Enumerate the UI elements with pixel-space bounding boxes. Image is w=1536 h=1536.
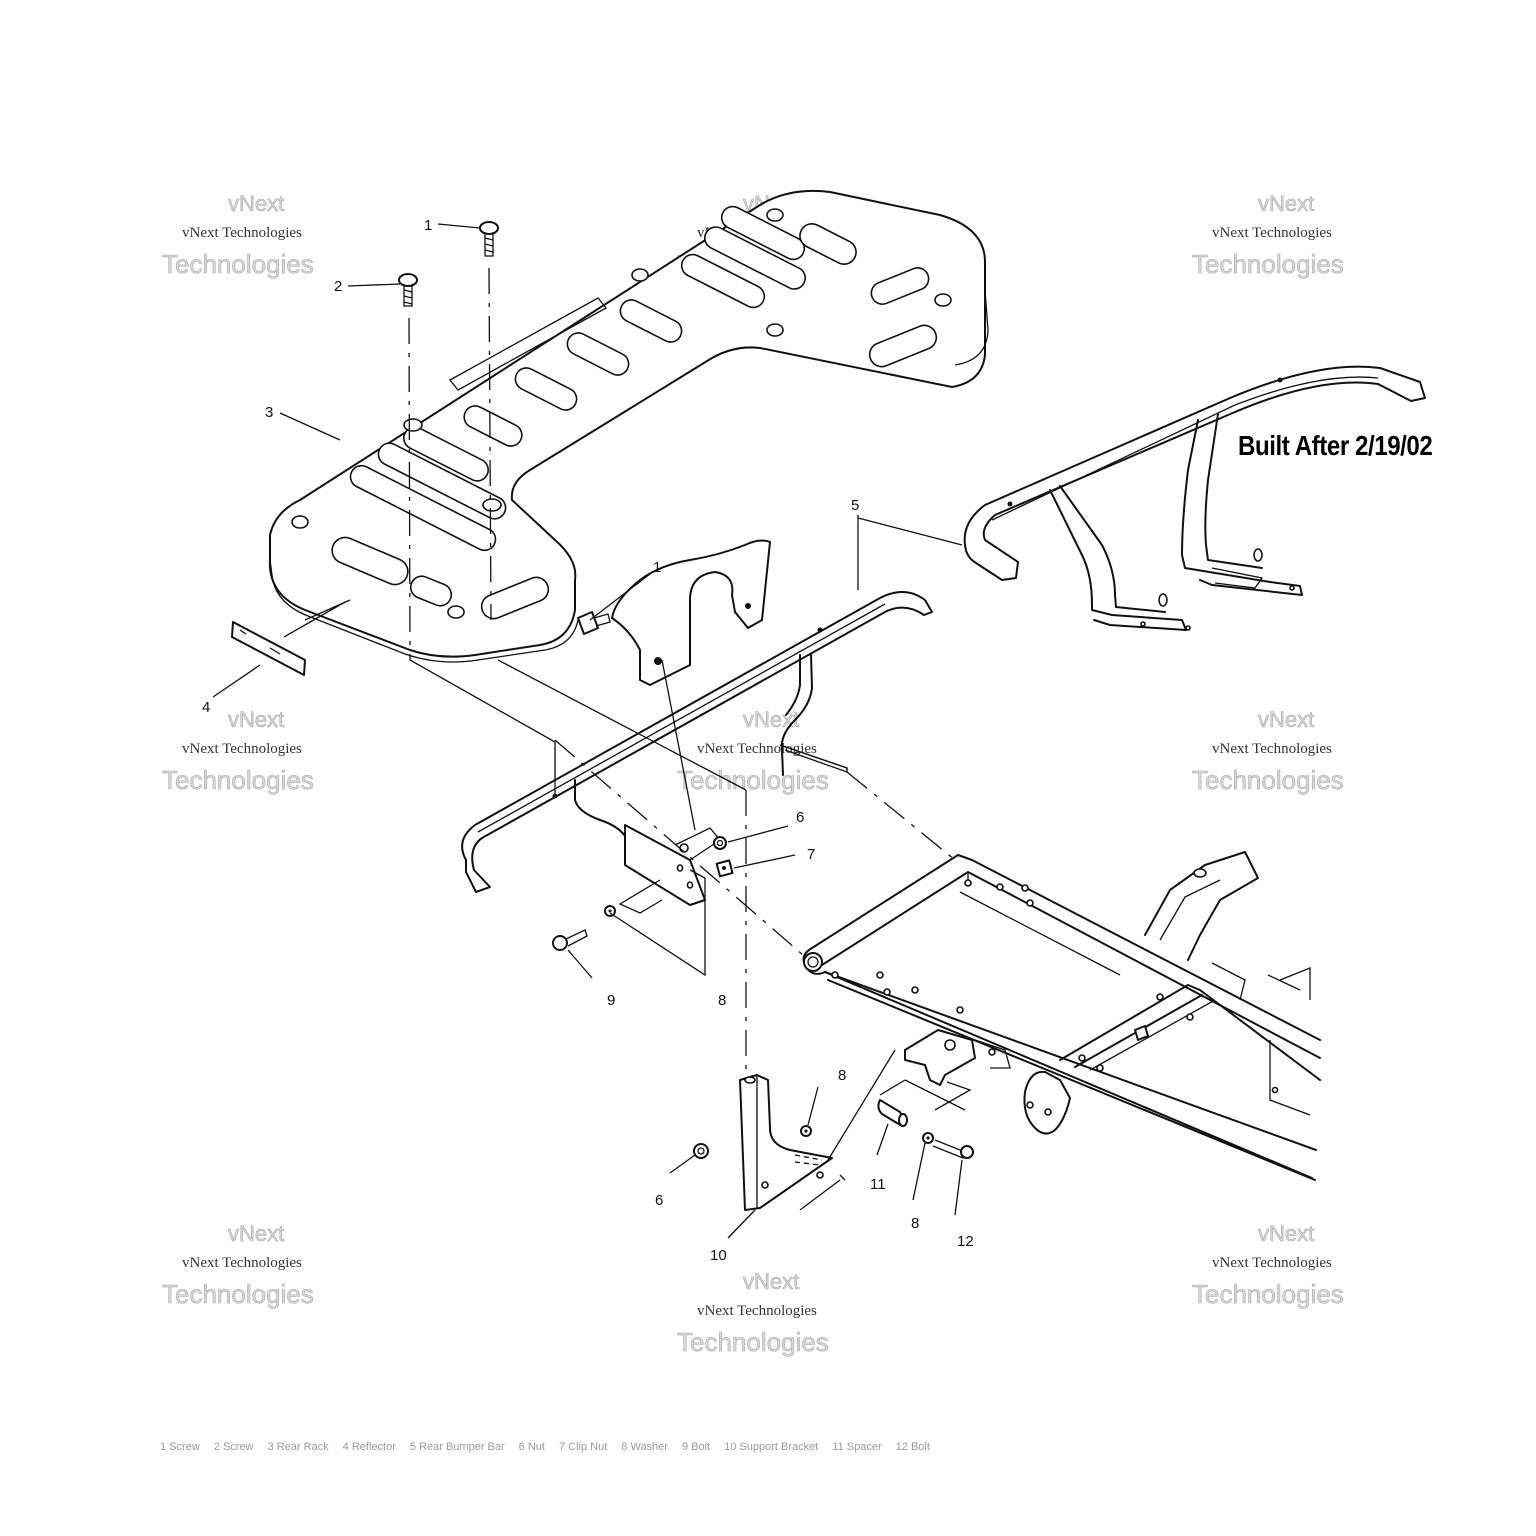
parts-legend-item: 6 Nut bbox=[518, 1441, 545, 1453]
callout-bolt-mid: 9 bbox=[607, 992, 615, 1009]
washer-8-lower[interactable] bbox=[800, 1125, 812, 1137]
bolt-9[interactable] bbox=[552, 929, 588, 951]
callout-bolt-bracket: 1 bbox=[653, 559, 661, 576]
parts-legend-item: 9 Bolt bbox=[681, 1441, 711, 1453]
callout-screw-left: 2 bbox=[334, 278, 342, 295]
leader-lines bbox=[212, 223, 963, 1239]
bolt-1-bracket[interactable] bbox=[577, 611, 611, 635]
callouts: 1 2 3 4 5 1 6 7 8 9 8 6 10 11 8 12 bbox=[202, 217, 974, 1264]
callout-clip-nut: 7 bbox=[807, 846, 815, 863]
nut-6-lower[interactable] bbox=[693, 1143, 709, 1159]
screw-2-alignment-line bbox=[408, 317, 411, 656]
callout-screw-top: 1 bbox=[424, 217, 432, 234]
rear-bumper-bar[interactable] bbox=[461, 591, 933, 893]
parts-legend-item: 2 Screw bbox=[213, 1441, 254, 1453]
assembly-lines bbox=[283, 599, 972, 1211]
built-after-note: Built After 2/19/02 bbox=[1238, 430, 1433, 461]
rack-mount-bracket[interactable] bbox=[611, 539, 771, 686]
callout-bracket: 10 bbox=[710, 1247, 727, 1264]
frame bbox=[802, 851, 1321, 1181]
parts-legend-item: 1 Screw bbox=[160, 1441, 200, 1453]
rear-rack[interactable] bbox=[268, 189, 989, 663]
washer-8-bottom[interactable] bbox=[922, 1132, 934, 1144]
parts-legend-item: 7 Clip Nut bbox=[558, 1441, 608, 1453]
nut-6-upper[interactable] bbox=[713, 836, 727, 850]
reflector[interactable] bbox=[231, 621, 306, 676]
parts-legend-item: 12 Bolt bbox=[895, 1441, 930, 1453]
parts-legend-item: 4 Reflector bbox=[342, 1441, 396, 1453]
parts-legend-item: 10 Support Bracket bbox=[724, 1441, 819, 1453]
parts-legend-item: 11 Spacer bbox=[832, 1441, 882, 1453]
screw-1-alignment-line bbox=[488, 267, 492, 621]
rack-holes bbox=[291, 208, 952, 619]
clip-nut-7[interactable] bbox=[715, 859, 734, 878]
callout-spacer: 11 bbox=[870, 1176, 886, 1193]
callout-rack: 3 bbox=[265, 404, 273, 421]
support-bracket[interactable] bbox=[739, 1074, 833, 1211]
callout-nut-lower: 6 bbox=[655, 1192, 663, 1209]
parts-legend: 1 Screw 2 Screw 3 Rear Rack 4 Reflector … bbox=[160, 1440, 1380, 1454]
callout-washer-mid: 8 bbox=[718, 992, 726, 1009]
washer-8-mid[interactable] bbox=[604, 905, 616, 917]
bumper-bar-built-after[interactable] bbox=[963, 365, 1426, 631]
parts-legend-item: 5 Rear Bumper Bar bbox=[409, 1441, 505, 1453]
parts-legend-item: 3 Rear Rack bbox=[267, 1441, 329, 1453]
callout-washer-bottom: 8 bbox=[911, 1215, 919, 1232]
callout-washer-lower: 8 bbox=[838, 1067, 846, 1084]
reflector-mark bbox=[239, 629, 281, 655]
callout-bolt-bottom: 12 bbox=[957, 1233, 974, 1250]
bolt-12[interactable] bbox=[932, 1139, 974, 1159]
callout-rear-bar: 5 bbox=[851, 497, 859, 514]
screw-1-top[interactable] bbox=[479, 221, 499, 257]
spacer-11[interactable] bbox=[877, 1099, 908, 1127]
callout-nut-upper: 6 bbox=[796, 809, 804, 826]
rack-slots bbox=[331, 205, 938, 620]
screw-2-left[interactable] bbox=[398, 273, 418, 307]
parts-legend-item: 8 Washer bbox=[621, 1441, 668, 1453]
callout-reflector: 4 bbox=[202, 699, 210, 716]
